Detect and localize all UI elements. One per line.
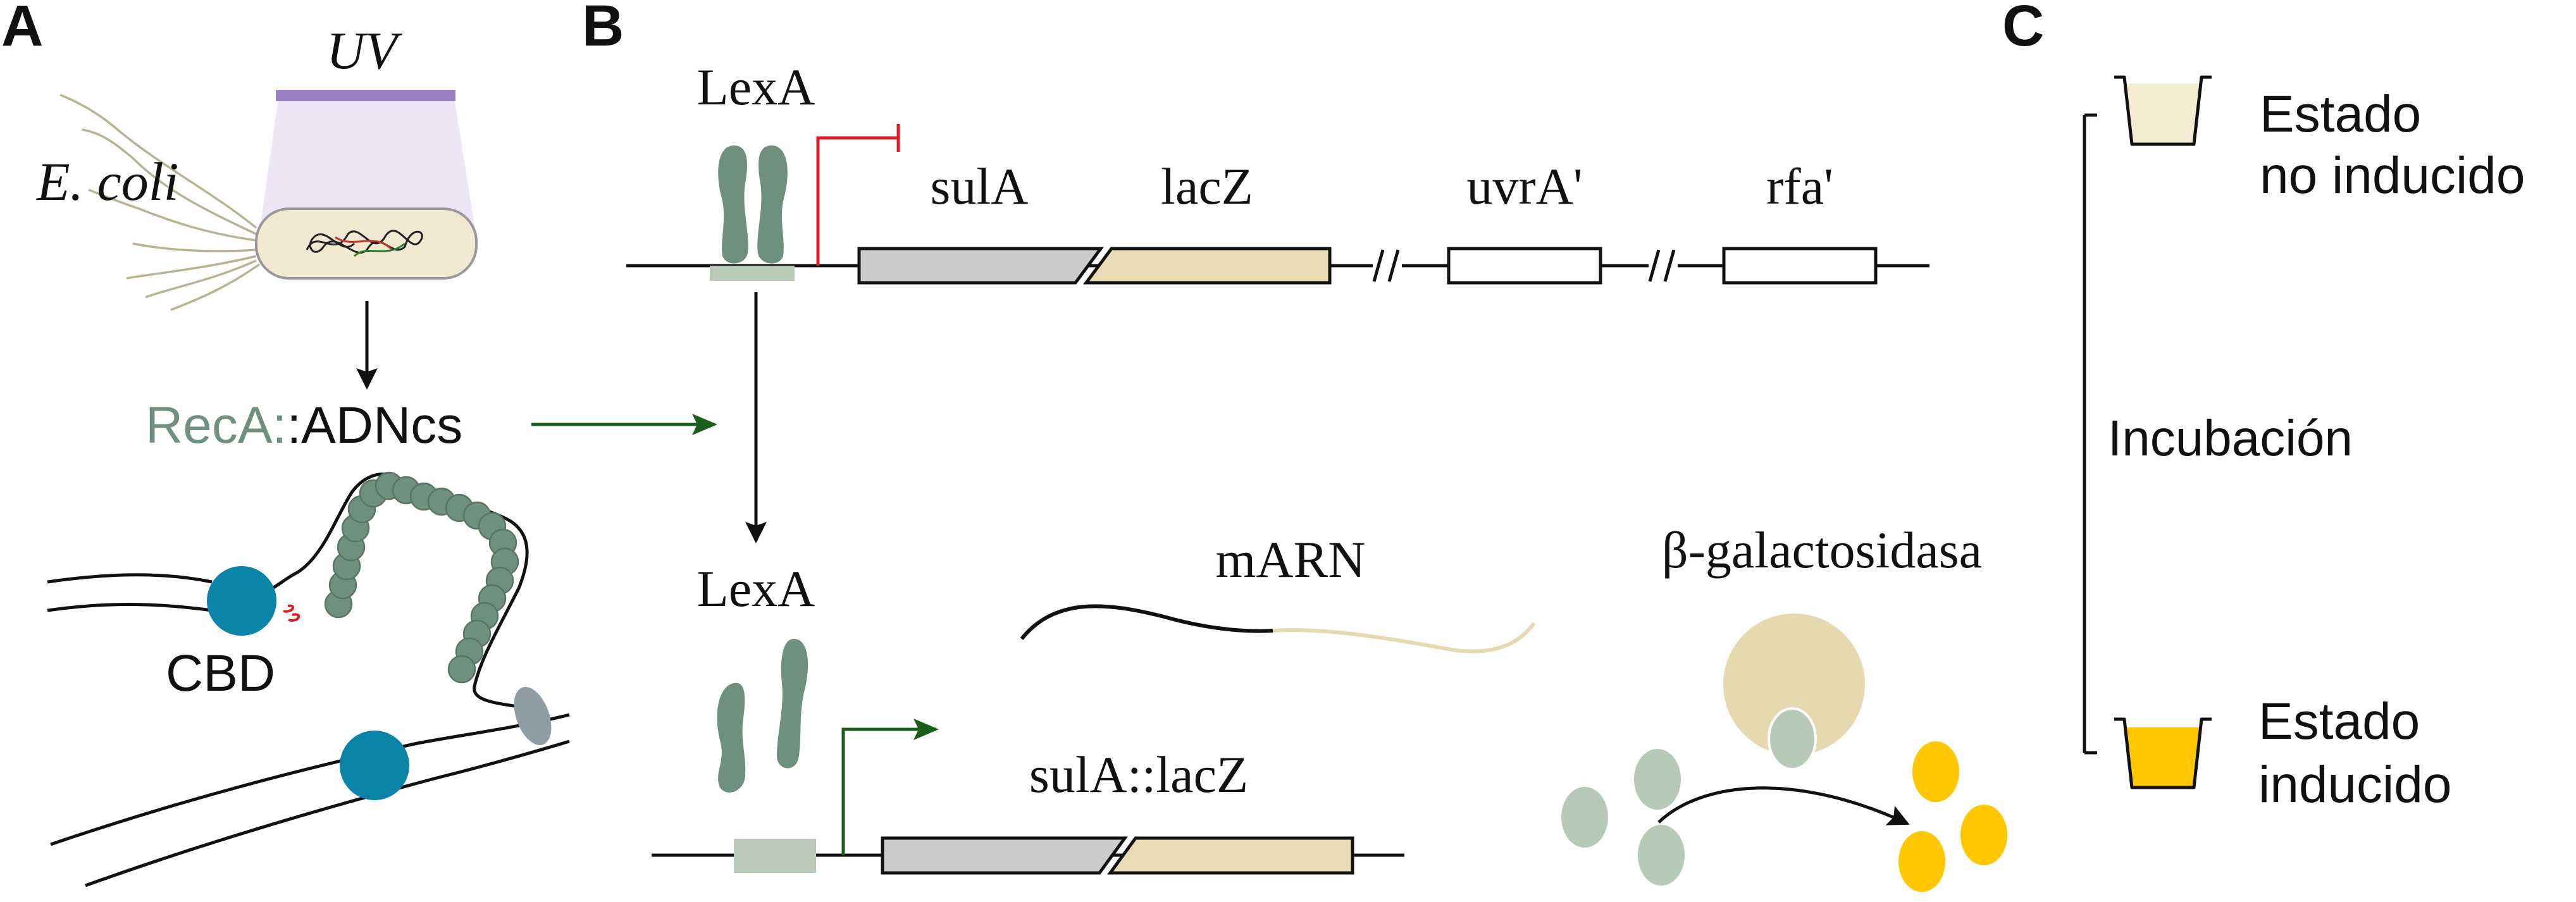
- gene-sula-bottom: [881, 836, 1128, 875]
- ssdna-label: :ADNcs: [287, 397, 462, 454]
- lexa-bottom-label: LexA: [697, 560, 815, 617]
- e-coli-label: E. coli: [35, 151, 179, 212]
- reca-complex-label: RecA::ADNcs: [146, 397, 462, 454]
- product-1: [1912, 741, 1959, 802]
- lexa-dimer-top-left: [718, 145, 748, 264]
- operator-box-bottom: [734, 839, 816, 873]
- uv-label: UV: [326, 22, 403, 80]
- e-coli-cell: [59, 94, 478, 311]
- promoter-active: [841, 719, 939, 855]
- panel-b-label: B: [582, 0, 624, 58]
- beta-galactosidase: [1723, 614, 1865, 755]
- reca-label: RecA:: [146, 397, 287, 454]
- dna-binding-protein-lower: [340, 731, 409, 800]
- gene-rfa: [1722, 247, 1878, 285]
- cleaved-lexa-right: [777, 639, 808, 769]
- gene-lacz-top: [1083, 247, 1332, 285]
- mrna-transcript: mARN: [1020, 531, 1536, 653]
- enzyme-label: β-galactosidasa: [1662, 521, 1982, 579]
- lacz-label: lacZ: [1161, 158, 1253, 215]
- incubation-bracket: [2083, 113, 2097, 755]
- sula-lacz-fusion-label: sulA::lacZ: [1029, 746, 1248, 803]
- replication-fork: [47, 471, 570, 887]
- substrate-3: [1638, 825, 1685, 886]
- lexa-dimer-top-right: [757, 145, 788, 264]
- galactosidase-reaction: β-galactosidasa: [1561, 521, 2007, 892]
- beaker-uninduced: [2114, 75, 2212, 146]
- uvra-label: uvrA': [1466, 158, 1582, 215]
- panel-a-label: A: [1, 0, 43, 58]
- induced-operon: LexA sulA::lacZ: [652, 560, 1404, 875]
- rfa-label: rfa': [1766, 158, 1833, 215]
- reaction-arrow: [1657, 786, 1910, 825]
- incubation-label: Incubación: [2108, 410, 2353, 466]
- dna-binding-protein-upper: [207, 566, 276, 636]
- beaker-induced: [2114, 717, 2212, 789]
- product-3: [1898, 831, 1945, 892]
- uninduced-line2: no inducido: [2260, 147, 2525, 204]
- grey-protein: [514, 687, 552, 745]
- sula-label: sulA: [931, 158, 1029, 215]
- repressed-operon: LexA sulA lacZ uvrA' rfa': [626, 58, 1929, 285]
- induced-line2: inducido: [2258, 756, 2451, 813]
- bound-substrate: [1768, 707, 1817, 770]
- product-2: [1960, 805, 2007, 865]
- cleaved-lexa-left: [717, 683, 746, 793]
- gene-lacz-bottom: [1107, 836, 1354, 875]
- cell-body: [255, 207, 478, 280]
- uv-lamp-bar: [276, 90, 455, 101]
- cbd-label: CBD: [166, 645, 275, 702]
- mrna-label: mARN: [1216, 531, 1366, 588]
- reca-filament: [324, 471, 519, 684]
- substrate-1: [1561, 787, 1608, 848]
- uninduced-line1: Estado: [2260, 85, 2421, 143]
- substrate-2: [1634, 749, 1681, 810]
- lexa-top-label: LexA: [697, 58, 815, 116]
- operator-box-top: [710, 266, 795, 281]
- uv-lamp-group: UV: [259, 22, 476, 233]
- uv-light-beam: [259, 98, 476, 233]
- gene-uvra: [1447, 247, 1602, 285]
- gene-sula-top: [857, 247, 1104, 285]
- panel-c-label: C: [2002, 0, 2044, 58]
- promoter-blocked: [816, 136, 898, 266]
- induced-line1: Estado: [2258, 693, 2420, 750]
